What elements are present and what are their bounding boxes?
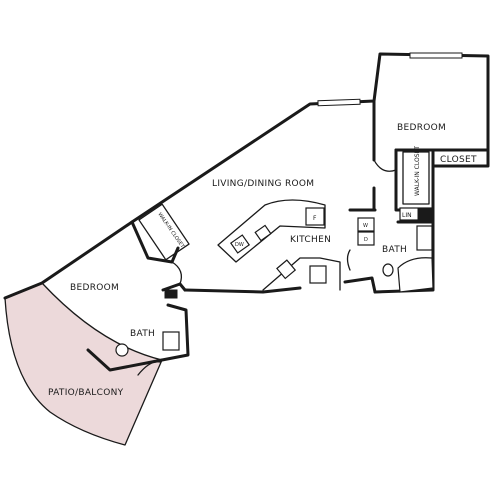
- linen-closet-dark: [417, 207, 432, 221]
- closet-small-left: [164, 289, 178, 299]
- toilet-right: [382, 263, 394, 277]
- label-bedroom-left: BEDROOM: [70, 283, 119, 293]
- label-walk-in-right: WALK-IN CLOSET: [414, 146, 421, 196]
- window-bedroom-top: [409, 52, 463, 59]
- label-kitchen: KITCHEN: [290, 235, 331, 245]
- washer: [357, 217, 375, 232]
- label-bath-right: BATH: [382, 245, 407, 255]
- cooktop: [254, 224, 272, 242]
- door-bath-left: [137, 361, 161, 376]
- toilet-left: [115, 343, 129, 357]
- exterior-wall-bottom: [343, 276, 377, 294]
- window-living-left: [317, 98, 361, 107]
- wall-bedroom-right-door: [373, 159, 397, 172]
- dishwasher: [229, 234, 251, 254]
- vanity-right: [416, 225, 433, 251]
- fridge: [305, 207, 325, 226]
- label-bath-left: BATH: [130, 329, 155, 339]
- label-living-dining: LIVING/DINING ROOM: [212, 179, 314, 189]
- wall-bath-left-top: [161, 282, 182, 292]
- dryer: [357, 231, 375, 246]
- kitchen-counter-island: [217, 199, 326, 263]
- patio-area: [4, 282, 163, 446]
- label-dishwasher: DW: [235, 242, 244, 248]
- label-patio: PATIO/BALCONY: [48, 388, 124, 398]
- door-bedroom-left: [171, 261, 183, 285]
- door-bath-right: [346, 249, 351, 271]
- label-fridge: F: [313, 215, 317, 222]
- label-closet-right: CLOSET: [440, 155, 477, 165]
- interior-wall-bottom: [183, 286, 302, 294]
- stove: [276, 259, 297, 280]
- label-bedroom-right: BEDROOM: [397, 123, 446, 133]
- bathtub-right: [397, 257, 434, 293]
- label-dryer: D: [364, 237, 368, 243]
- walk-in-closet-right-box: [402, 151, 430, 205]
- kitchen-counter-lower: [262, 257, 341, 291]
- wall-walkin-left: [130, 220, 180, 264]
- label-washer: W: [363, 223, 368, 229]
- wall-bath-left: [160, 303, 190, 362]
- wall-bath-left-bottom: [86, 348, 164, 372]
- vanity-left: [162, 331, 180, 351]
- label-linen: LIN: [402, 212, 412, 219]
- walk-in-closet-left-box: [138, 203, 190, 261]
- sink-kitchen: [309, 265, 327, 284]
